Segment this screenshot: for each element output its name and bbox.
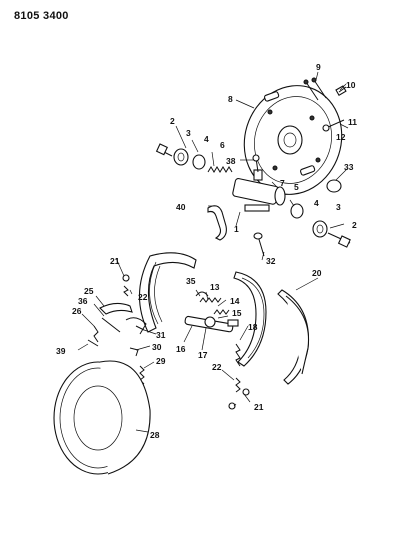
callout-36: 36 [78,296,88,306]
callout-20: 20 [312,268,322,278]
callout-14: 14 [230,296,240,306]
callout-1: 1 [234,224,239,234]
callout-9: 9 [316,62,321,72]
bleeder-screw [335,85,347,96]
callout-21-bottom: 21 [254,402,264,412]
adjuster-springs [199,297,230,315]
callout-2-left: 2 [170,116,175,126]
anchor-bolt [253,232,265,257]
diagram-ref-code: 8105 3400 [14,10,69,22]
callout-32: 32 [266,256,276,266]
callout-15: 15 [232,308,242,318]
callout-labels: 1 2 2 3 3 4 4 5 6 7 8 9 10 11 12 13 14 1… [56,62,357,440]
cylinder-bleeder [252,154,260,173]
callout-22-top: 22 [138,292,148,302]
callout-21-top: 21 [110,256,120,266]
callout-2-right: 2 [352,220,357,230]
plug-grommet [326,179,342,193]
callout-35: 35 [186,276,196,286]
callout-13: 13 [210,282,220,292]
callout-33: 33 [344,162,354,172]
callout-22-bottom: 22 [212,362,222,372]
left-hardware [87,274,147,347]
lower-hardware [228,377,250,410]
callout-25: 25 [84,286,94,296]
callout-3-right: 3 [336,202,341,212]
callout-31: 31 [156,330,166,340]
bolt [322,119,345,132]
leader-lines [77,71,349,433]
callout-3-left: 3 [186,128,191,138]
backing-plate [243,85,343,195]
callout-4-left: 4 [204,134,209,144]
primary-brake-shoe [138,252,197,333]
callout-11: 11 [348,117,357,127]
callout-16: 16 [176,344,186,354]
shoe-guide [207,205,227,241]
right-cylinder-parts [290,203,351,248]
callout-26: 26 [72,306,82,316]
left-cylinder-parts [155,143,233,173]
callout-7: 7 [280,178,285,188]
callout-17: 17 [198,350,208,360]
bolt-pair [303,77,327,101]
brake-drum [53,360,151,475]
hold-down-spring [235,343,241,367]
callout-18: 18 [248,322,258,332]
callout-12: 12 [336,132,346,142]
callout-38: 38 [226,156,236,166]
secondary-brake-shoe [233,271,267,367]
callout-28: 28 [150,430,160,440]
callout-40: 40 [176,202,186,212]
callout-5: 5 [294,182,299,192]
callout-4-right: 4 [314,198,319,208]
callout-39: 39 [56,346,66,356]
callout-8: 8 [228,94,233,104]
adjuster-screw [184,315,239,333]
callout-29: 29 [156,356,166,366]
callout-6: 6 [220,140,225,150]
callout-10: 10 [346,80,356,90]
callout-30: 30 [152,342,162,352]
brake-lining [277,289,310,385]
